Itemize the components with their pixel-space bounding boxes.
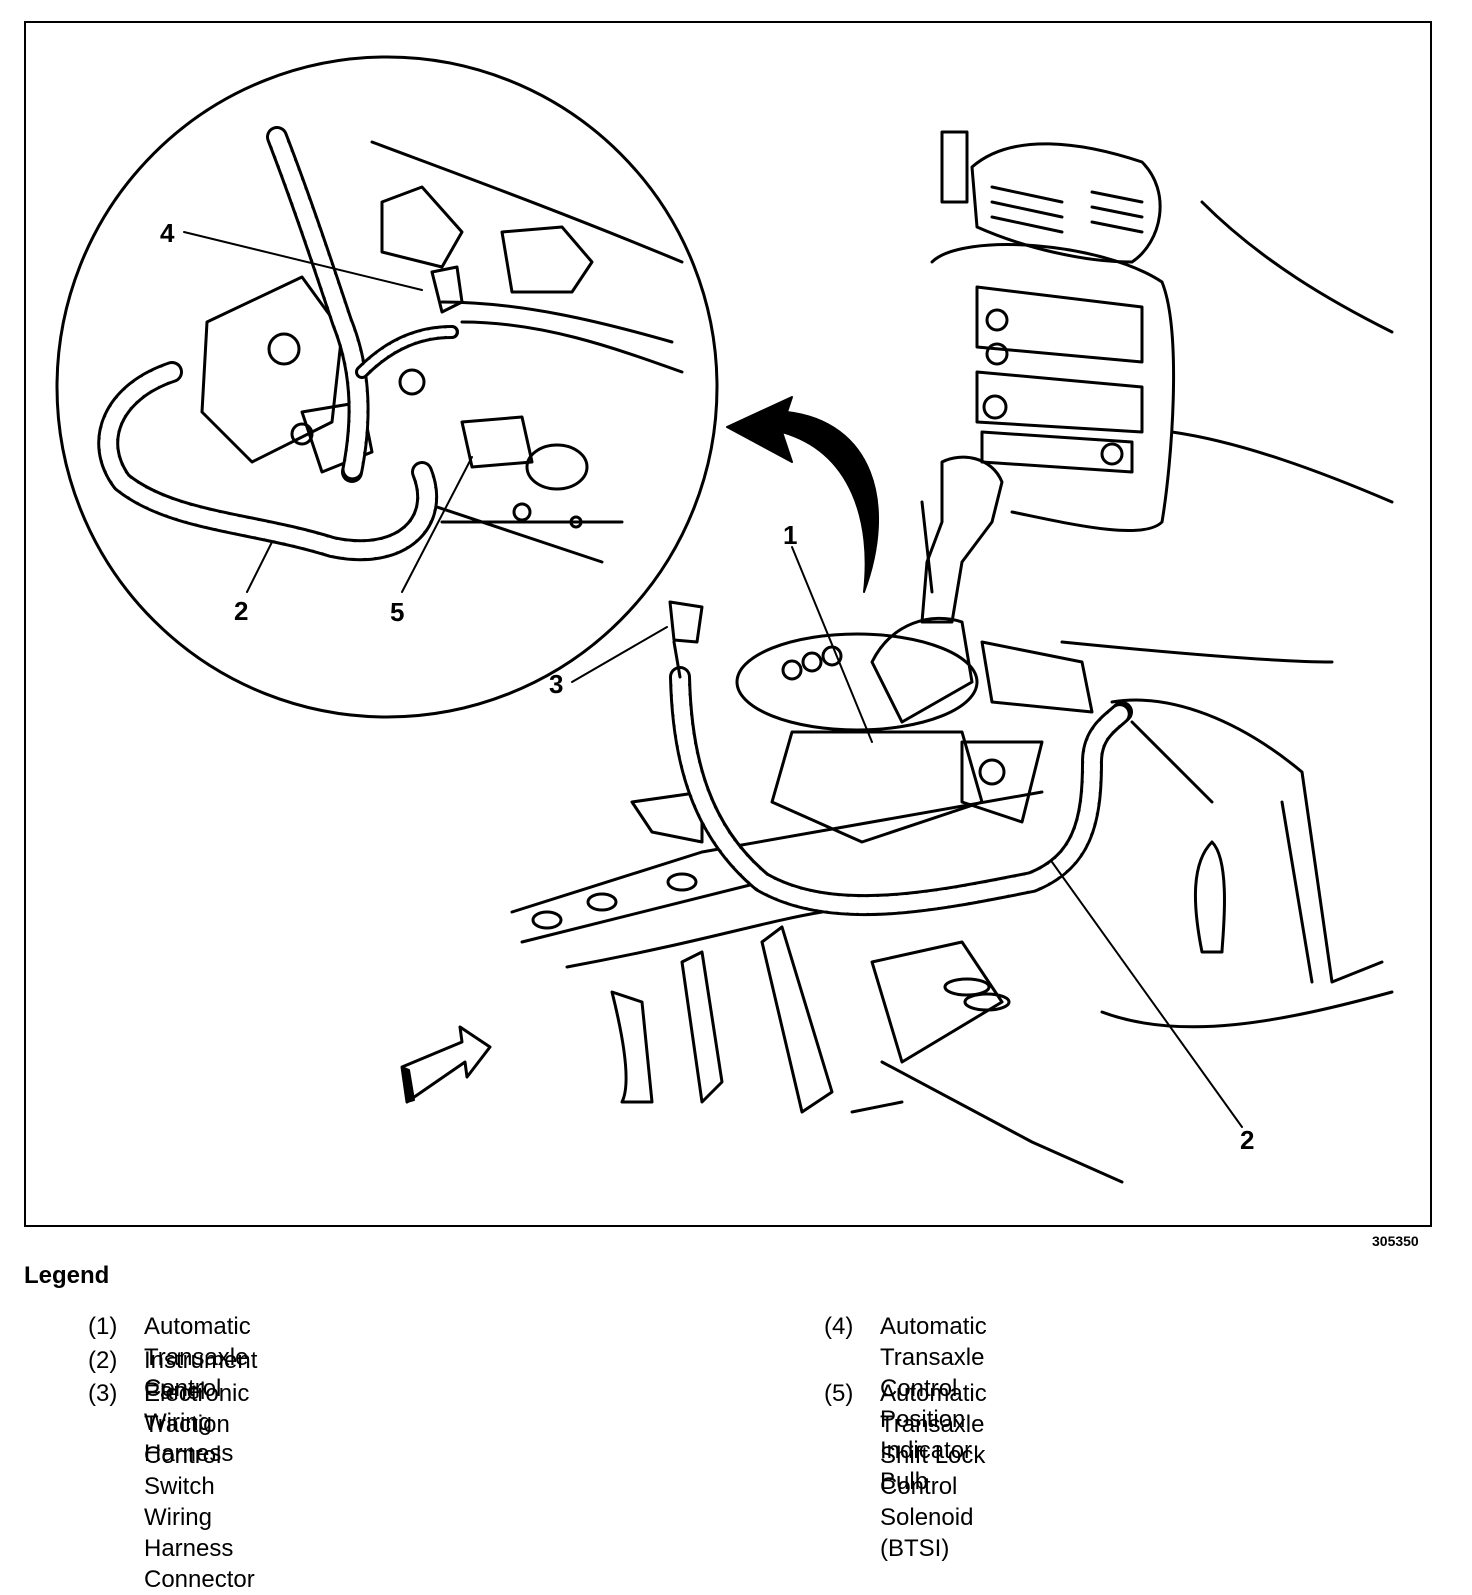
callout-5: 5: [390, 597, 405, 627]
legend-number: (4): [824, 1313, 854, 1340]
diagram-frame: 1 2 2 3 4 5: [24, 21, 1432, 1227]
front-direction-arrow: [400, 1025, 492, 1104]
callout-1: 1: [783, 520, 798, 550]
callout-3: 3: [549, 669, 564, 699]
legend-text: Electronic Traction Control Switch Wirin…: [144, 1380, 255, 1593]
callout-2-main: 2: [1240, 1125, 1255, 1155]
legend-number: (2): [88, 1347, 118, 1374]
floor-pan: [510, 698, 1394, 1184]
leader-3: [571, 626, 668, 683]
figure-id-number: 305350: [1372, 1233, 1419, 1249]
legend-text: Automatic Transaxle Control: [144, 1313, 251, 1402]
legend-title: Legend: [24, 1262, 110, 1289]
legend-number: (3): [88, 1380, 118, 1407]
legend-number: (5): [824, 1380, 854, 1407]
magnify-arrow: [726, 396, 880, 593]
leader-5: [401, 456, 473, 593]
callout-4: 4: [160, 218, 175, 248]
dashboard: [930, 130, 1394, 664]
leader-2-detail: [246, 541, 273, 593]
callout-2-detail: 2: [234, 596, 249, 626]
harness-detail: [97, 126, 459, 562]
legend-number: (1): [88, 1313, 118, 1340]
shifter-assembly: [630, 455, 1094, 844]
harness-main: [668, 600, 1133, 917]
legend-text: Automatic Transaxle Shift Lock Control S…: [880, 1380, 987, 1562]
leader-2-main: [1051, 861, 1243, 1128]
shifter-illustration: [55, 55, 1394, 1184]
leader-4: [183, 231, 423, 291]
detail-view: [55, 55, 719, 719]
leader-1: [791, 546, 873, 743]
